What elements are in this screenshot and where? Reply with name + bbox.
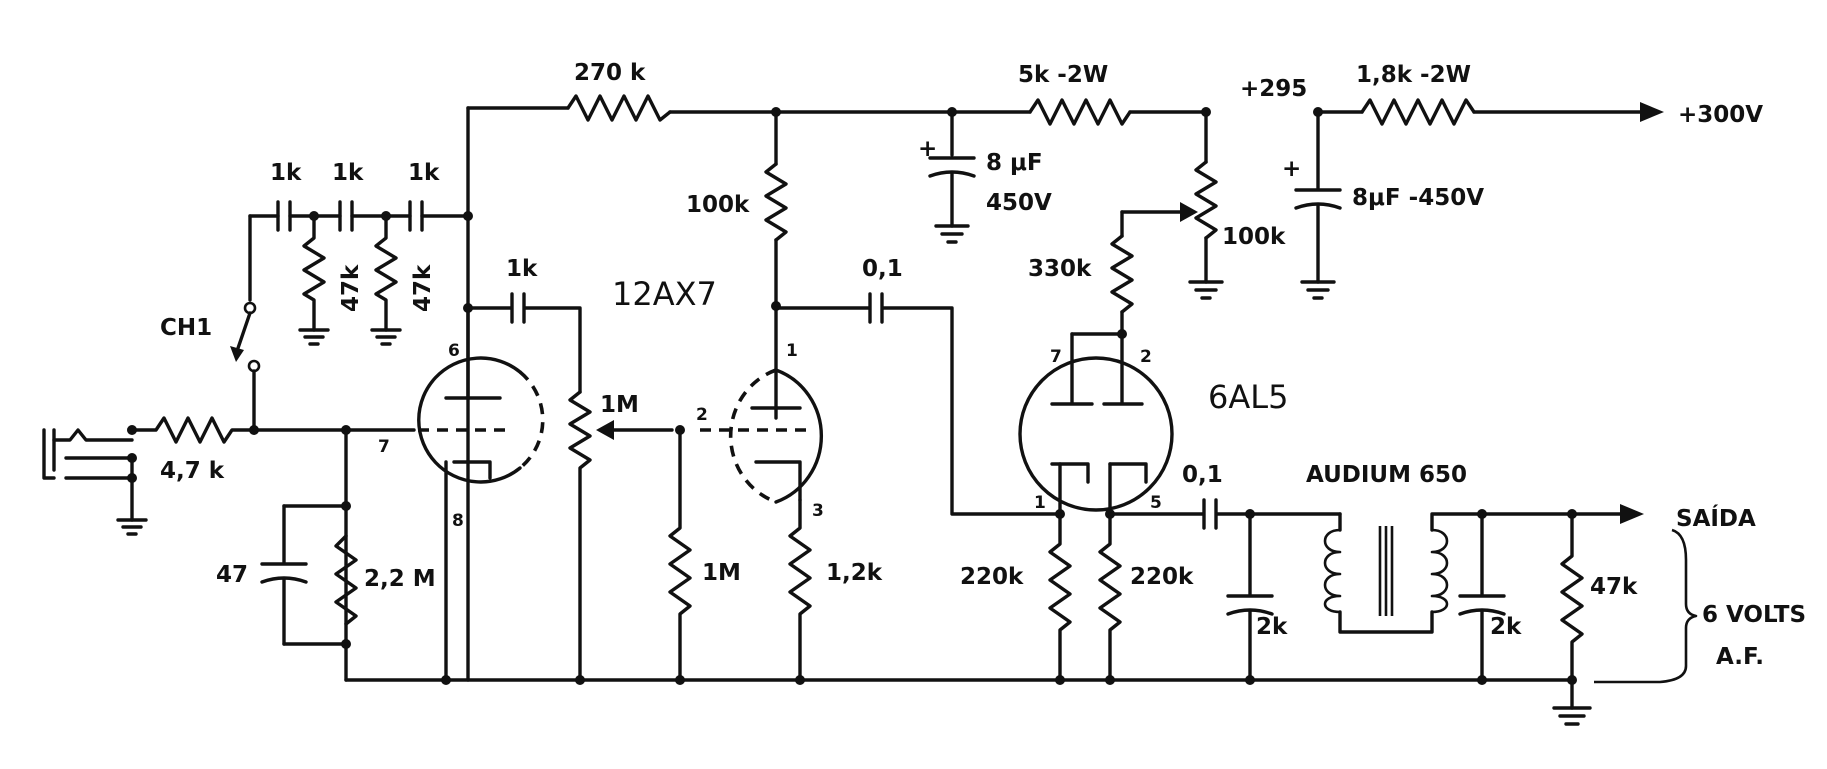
rc-phase-network: 1k 1k 1k 47k 47k xyxy=(248,160,473,346)
label-1k-a: 1k xyxy=(270,160,302,186)
label-audium-650: AUDIUM 650 xyxy=(1306,462,1467,488)
label-2k-a: 2k xyxy=(1256,614,1288,640)
label-330k: 330k xyxy=(1028,256,1092,282)
tube-12ax7-section-1: 6 7 8 xyxy=(378,303,545,682)
label-2-2m: 2,2 M xyxy=(364,566,436,592)
label-220k-a: 220k xyxy=(960,564,1024,590)
label-4-7k: 4,7 k xyxy=(160,458,225,484)
resistor-1-8k-2w: 1,8k -2W xyxy=(1356,62,1476,126)
transformer-audium-650: AUDIUM 650 xyxy=(1306,462,1644,634)
pin-7: 7 xyxy=(378,437,390,457)
label-ch1: CH1 xyxy=(160,315,212,341)
resistor-100k-plate: 100k xyxy=(686,107,788,420)
label-plus-295: +295 xyxy=(1240,76,1307,102)
label-6-volts: 6 VOLTS xyxy=(1702,602,1806,628)
pin-d7: 7 xyxy=(1050,347,1062,367)
resistor-1-2k-cathode: 1,2k xyxy=(788,498,883,682)
pin-d2: 2 xyxy=(1140,347,1152,367)
pin-d1: 1 xyxy=(1034,493,1046,513)
pin-8: 8 xyxy=(452,511,464,531)
label-47k-b: 47k xyxy=(410,264,436,312)
label-1-8k-2w: 1,8k -2W xyxy=(1356,62,1471,88)
resistor-1m-grid: 1M xyxy=(668,428,741,682)
volume-potentiometer-1m: 1M xyxy=(568,390,674,682)
filter-capacitor-2: + 8μF -450V xyxy=(1282,107,1484,300)
resistor-5k-2w: 5k -2W xyxy=(1018,62,1132,126)
label-12ax7: 12AX7 xyxy=(612,275,717,313)
label-plus-300v: +300V xyxy=(1678,102,1763,128)
label-8uf-450v: 8μF -450V xyxy=(1352,185,1484,211)
tube-6al5: 7 2 1 5 6AL5 xyxy=(1018,329,1288,516)
label-2k-b: 2k xyxy=(1490,614,1522,640)
tube-12ax7-section-2: 1 2 3 xyxy=(675,341,824,521)
label-af: A.F. xyxy=(1716,644,1764,670)
label-100k: 100k xyxy=(686,192,750,218)
top-rail xyxy=(466,102,1664,682)
secondary-capacitor-2k: 2k xyxy=(1458,509,1522,682)
label-1-2k: 1,2k xyxy=(826,560,883,586)
label-270k: 270 k xyxy=(574,60,646,86)
label: + xyxy=(918,136,937,162)
pin-2: 2 xyxy=(696,405,708,425)
output-brace xyxy=(1594,528,1698,684)
label-saida: SAÍDA xyxy=(1676,504,1756,532)
label-1k-couple: 1k xyxy=(506,256,538,282)
filter-capacitor-1: + 8 μF 450V xyxy=(918,107,1052,244)
label-220k-b: 220k xyxy=(1130,564,1194,590)
pin-6: 6 xyxy=(448,341,460,361)
label-450v: 450V xyxy=(986,190,1052,216)
input-jack xyxy=(42,425,148,536)
label-5k-2w: 5k -2W xyxy=(1018,62,1108,88)
resistor-4-7k: 4,7 k xyxy=(130,416,259,484)
coupling-capacitor-0-1: 0,1 xyxy=(774,256,1062,516)
label-0-1-a: 0,1 xyxy=(862,256,903,282)
label: + xyxy=(1282,156,1301,182)
resistor-47k-load: 47k xyxy=(1560,509,1638,682)
label-47k-a: 47k xyxy=(338,264,364,312)
label-100k-pot: 100k xyxy=(1222,224,1286,250)
pin-d5: 5 xyxy=(1150,493,1162,513)
label-47: 47 xyxy=(216,562,248,588)
resistor-220k-2: 220k xyxy=(1098,509,1194,682)
bottom-rail xyxy=(344,675,1592,726)
coupling-capacitor-1k: 1k xyxy=(466,256,582,394)
resistor-270k: 270 k xyxy=(566,60,672,122)
label-8uf: 8 μF xyxy=(986,150,1043,176)
grid-rc-network: 47 2,2 M xyxy=(216,428,436,682)
resistor-220k-1: 220k xyxy=(960,509,1072,682)
pin-3: 3 xyxy=(812,501,824,521)
label-1k-b: 1k xyxy=(332,160,364,186)
resistor-330k: 330k xyxy=(1028,202,1198,336)
output-capacitor-0-1: 0,1 2k xyxy=(1108,462,1342,682)
bias-potentiometer: 100k xyxy=(1188,107,1286,300)
label-47k-load: 47k xyxy=(1590,574,1638,600)
label-1k-c: 1k xyxy=(408,160,440,186)
label-1m: 1M xyxy=(702,560,741,586)
label-1m-pot: 1M xyxy=(600,392,639,418)
switch-ch1: CH1 xyxy=(160,301,261,432)
label-6al5: 6AL5 xyxy=(1208,378,1288,416)
pin-1: 1 xyxy=(786,341,798,361)
label-0-1-b: 0,1 xyxy=(1182,462,1223,488)
